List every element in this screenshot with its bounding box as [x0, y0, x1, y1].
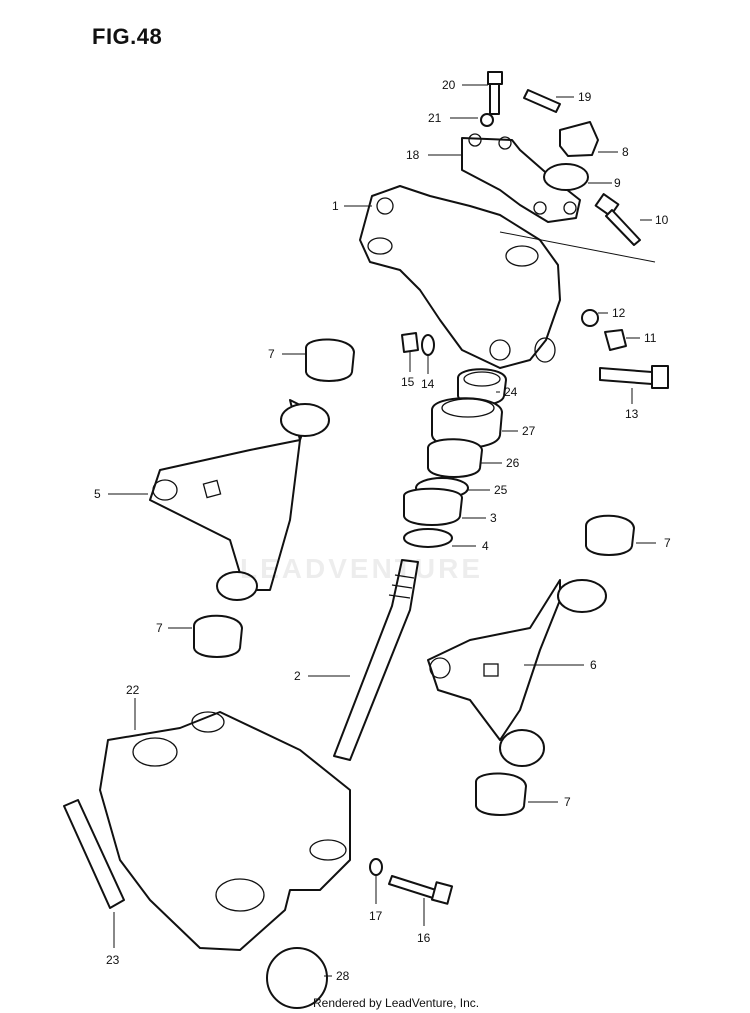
callout-7-a: 7 [268, 347, 275, 361]
callout-25: 25 [494, 483, 508, 497]
callout-labels: 20 19 21 8 18 9 1 10 12 11 7 15 14 24 13… [94, 78, 671, 983]
part-nut-11 [604, 329, 627, 351]
callout-leaders [108, 84, 656, 977]
part-seal-4 [403, 528, 453, 548]
part-nut-15 [401, 332, 419, 353]
part-handlebar-clamp [461, 133, 581, 223]
part-bolt-16 [388, 875, 454, 905]
part-cap-28 [266, 947, 328, 1009]
callout-10: 10 [655, 213, 669, 227]
callout-27: 27 [522, 424, 536, 438]
callout-3: 3 [490, 511, 497, 525]
part-grommet-upper-right [585, 514, 635, 556]
callout-11: 11 [644, 331, 657, 345]
part-headlight-bracket-left [149, 399, 330, 601]
footer-credit: Rendered by LeadVenture, Inc. [313, 996, 480, 1010]
callout-26: 26 [506, 456, 520, 470]
callout-4: 4 [482, 539, 489, 553]
callout-22: 22 [126, 683, 140, 697]
part-washer-21 [480, 113, 494, 127]
callout-14: 14 [421, 377, 435, 391]
callout-23: 23 [106, 953, 120, 967]
callout-12: 12 [612, 306, 626, 320]
part-steering-stem [333, 559, 419, 761]
callout-7-c: 7 [156, 621, 163, 635]
figure-title: FIG.48 [92, 24, 163, 49]
callout-15: 15 [401, 375, 415, 389]
part-grommet-lower-left [193, 614, 243, 658]
part-bolt-10 [594, 193, 641, 246]
callout-8: 8 [622, 145, 629, 159]
part-grommet-upper-left [305, 338, 355, 382]
part-bearing-3 [403, 487, 463, 526]
callout-21: 21 [428, 111, 442, 125]
part-nut-8 [559, 121, 599, 157]
callout-7-b: 7 [664, 536, 671, 550]
callout-5: 5 [94, 487, 101, 501]
part-bearing-26 [427, 438, 483, 478]
part-lower-bracket [99, 711, 351, 951]
callout-19: 19 [578, 90, 592, 104]
callout-28: 28 [336, 969, 350, 983]
callout-16: 16 [417, 931, 431, 945]
callout-6: 6 [590, 658, 597, 672]
callout-2: 2 [294, 669, 301, 683]
callout-13: 13 [625, 407, 639, 421]
part-washer-9 [543, 163, 589, 191]
part-bearing-stack [403, 368, 507, 548]
callout-20: 20 [442, 78, 456, 92]
callout-1: 1 [332, 199, 339, 213]
part-plate-19 [523, 89, 561, 113]
callout-18: 18 [406, 148, 420, 162]
part-headlight-bracket-right [427, 579, 607, 767]
part-upper-bracket [359, 185, 656, 369]
watermark: LEADVENTURE [240, 553, 484, 584]
part-bolt-13 [599, 365, 669, 389]
callout-9: 9 [614, 176, 621, 190]
part-grommet-lower-right [475, 772, 527, 816]
part-bolt-20 [487, 71, 503, 115]
part-washer-14 [421, 334, 435, 356]
part-nut-12 [581, 309, 599, 327]
callout-24: 24 [504, 385, 518, 399]
callout-7-d: 7 [564, 795, 571, 809]
part-washer-17 [369, 858, 383, 876]
part-emblem-23 [63, 799, 125, 909]
callout-17: 17 [369, 909, 383, 923]
